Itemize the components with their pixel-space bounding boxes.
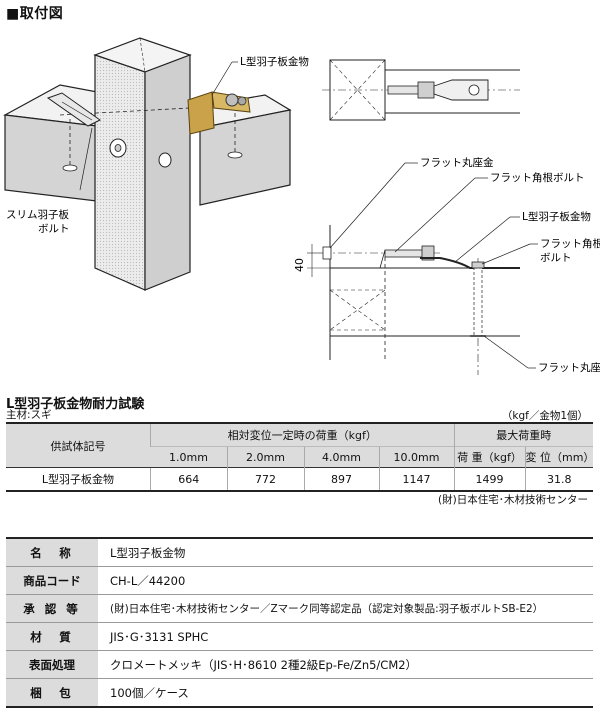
unit-note: （kgf／金物1個） [501,410,588,422]
installation-diagram: L型羽子板金物 スリム羽子板 ボルト [3,37,600,375]
label-flat-square-bolt-top: フラット角根ボルト [490,171,585,184]
material-note: 主材:スギ [6,409,52,421]
spec-row-name: 名 称 L型羽子板金物 [6,538,593,567]
spec-label: 材 質 [6,622,98,651]
cell-load-2: 772 [226,467,304,491]
header-disp-4: 10.0mm [378,446,454,468]
header-disp-3: 4.0mm [303,446,379,468]
header-specimen: 供試体記号 [50,439,106,453]
spec-value: 100個／ケース [98,678,593,707]
label-l-bracket-side: L型羽子板金物 [522,210,591,223]
cell-max-load: 1499 [453,467,525,491]
header-disp-1: 1.0mm [150,446,227,468]
spec-value: L型羽子板金物 [110,545,186,560]
spec-row-surface: 表面処理クロメートメッキ（JIS･H･8610 2種2級Ep-Fe/Zn5/CM… [6,650,593,679]
label-flat-round-washer-bottom: フラット丸座金 [538,361,600,374]
spec-row-approval: 承 認 等(財)日本住宅･木材技術センター／Zマーク同等認定品（認定対象製品:羽… [6,594,593,623]
l-bracket-3d [187,91,251,135]
header-max-disp: 変 位（mm） [524,446,594,468]
spec-label: 商品コード [6,566,98,595]
dimension-40: 40 [293,258,306,272]
spec-value: (財)日本住宅･木材技術センター／Zマーク同等認定品（認定対象製品:羽子板ボルト… [98,594,593,623]
post-right-face [144,54,191,291]
label-slim-bolt-line1: スリム羽子板 [6,208,69,221]
label-flat-round-washer-top: フラット丸座金 [420,156,494,169]
cell-load-4: 1147 [378,467,454,491]
label-slim-bolt-line2: ボルト [38,223,70,235]
plan-view [322,59,520,121]
side-view [307,162,538,375]
test-table: 供試体記号 相対変位一定時の荷重（kgf） 最大荷重時 1.0mm 2.0mm … [6,422,594,492]
source-note: (財)日本住宅･木材技術センター [438,494,588,506]
row-specimen: L型羽子板金物 [6,467,151,491]
post-left-face [94,54,146,291]
right-beam-front [199,109,291,206]
spec-label: 表面処理 [6,650,98,679]
header-max-load: 荷 重（kgf） [453,446,525,468]
spec-value: クロメートメッキ（JIS･H･8610 2種2級Ep-Fe/Zn5/CM2） [98,650,593,679]
spec-value: CH-L／44200 [98,566,593,595]
cell-load-1: 664 [150,467,227,491]
spec-label: 名 称 [6,538,98,567]
header-disp-2: 2.0mm [226,446,304,468]
test-title: L型羽子板金物耐力試験 [6,397,145,412]
label-flat-square-bolt-side-line1: フラット角根 [540,237,600,250]
header-load-group: 相対変位一定時の荷重（kgf） [150,423,454,447]
isometric-view [3,37,292,291]
cell-max-disp: 31.8 [524,467,593,491]
spec-value: JIS･G･3131 SPHC [98,622,593,651]
label-flat-square-bolt-side-line2: ボルト [540,252,572,264]
spec-label: 梱 包 [6,678,98,707]
spec-label: 承 認 等 [6,594,98,623]
label-l-bracket-3d: L型羽子板金物 [240,55,309,68]
cell-load-3: 897 [303,467,379,491]
section-heading: ■取付図 [6,6,64,22]
header-max-group: 最大荷重時 [453,423,593,447]
